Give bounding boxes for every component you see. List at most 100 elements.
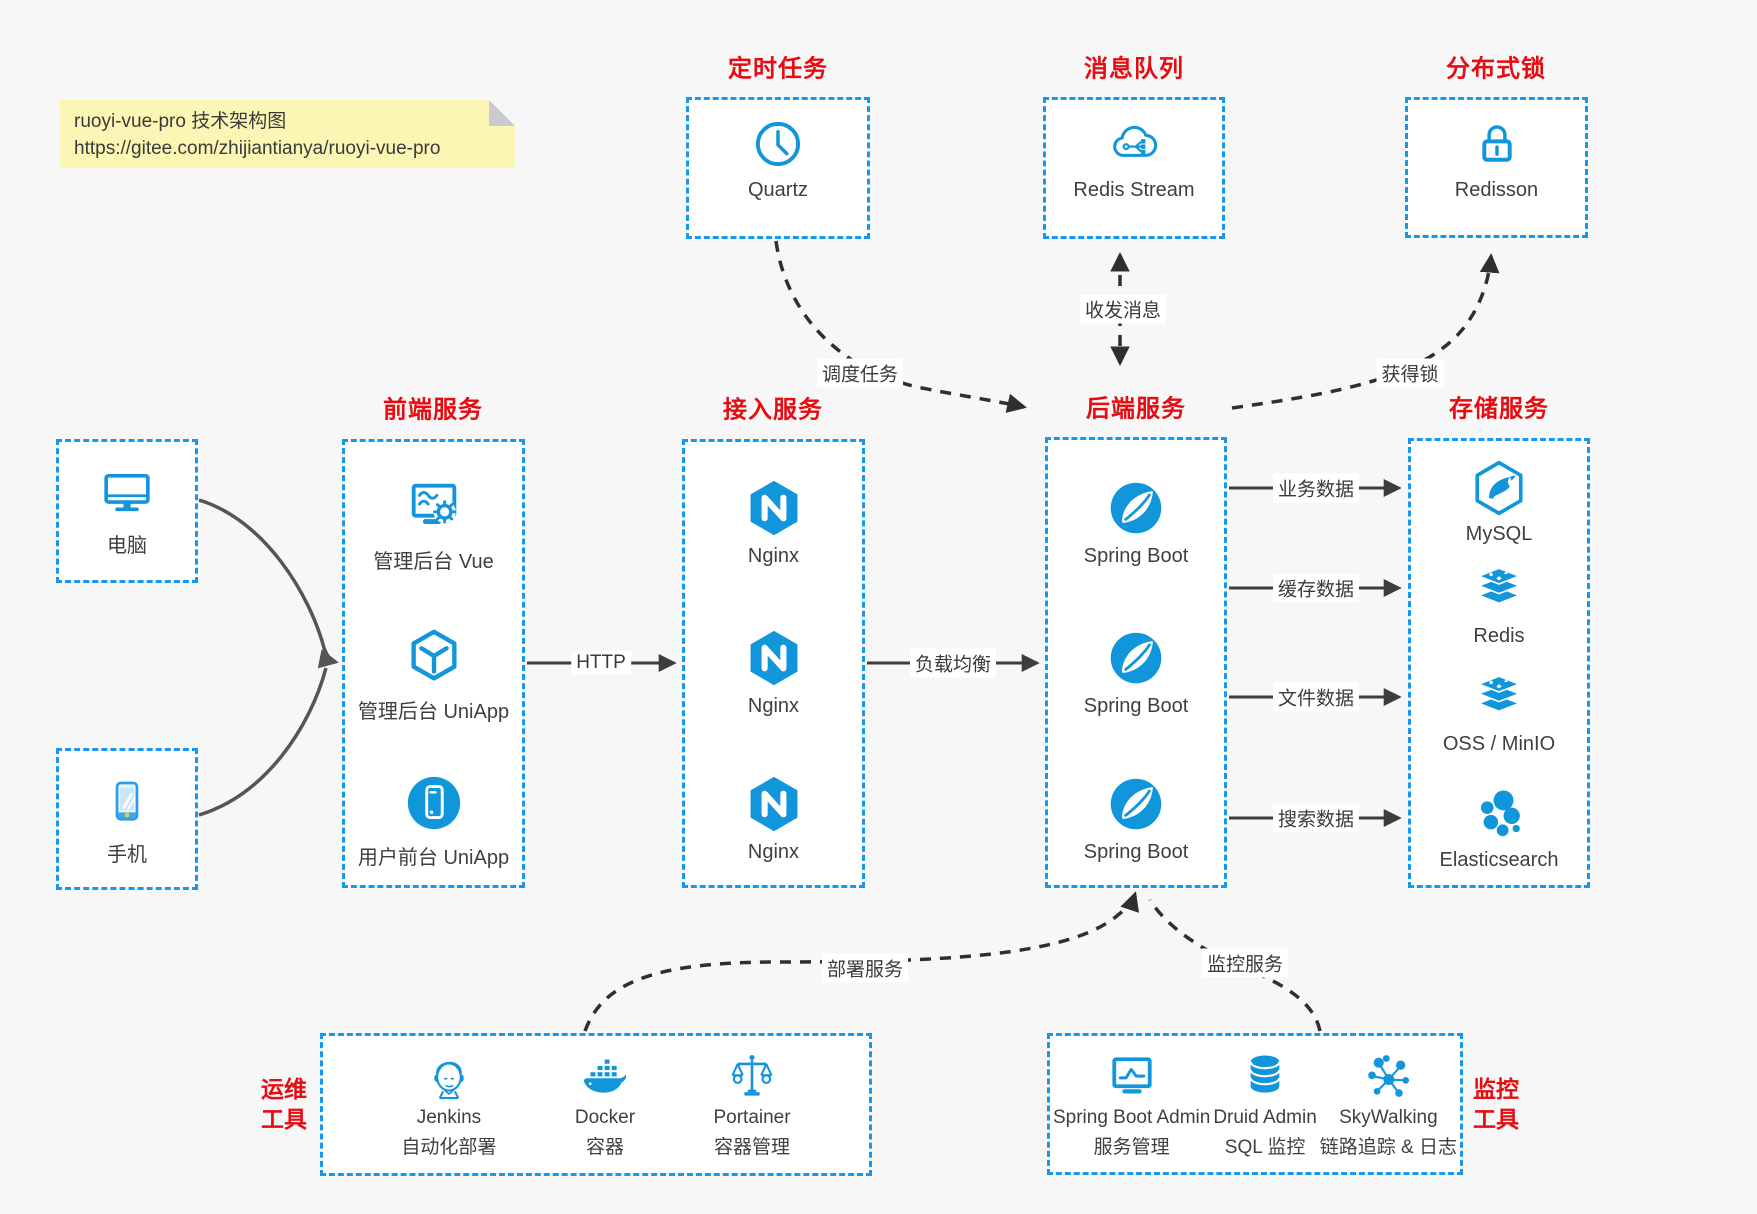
edge-label-schedule-task: 调度任务 [816,358,904,388]
node-springboot-1: Spring Boot [1048,478,1224,568]
sticky-note: ruoyi-vue-pro 技术架构图 https://gitee.com/zh… [60,100,515,168]
monitor-title-line1: 监控 [1473,1076,1519,1102]
title-distributed-lock: 分布式锁 [1446,55,1546,83]
monitor-tools-box: Spring Boot Admin 服务管理 Druid Admin SQL 监… [1047,1033,1463,1175]
node-label: OSS / MinIO [1442,733,1556,755]
phone-icon [115,781,139,821]
edge-label-monitor-service: 监控服务 [1201,948,1289,978]
clock-icon [755,121,801,167]
node-phone: 手机 [59,773,195,867]
node-spring-boot-admin: Spring Boot Admin 服务管理 [1053,1050,1210,1159]
node-sublabel: SQL 监控 [1224,1136,1306,1158]
node-label: 用户前台 UniApp [357,847,510,869]
ops-title-line2: 工具 [261,1106,307,1132]
node-label: Portainer [713,1107,791,1128]
node-user-uniapp: 用户前台 UniApp [345,772,522,870]
spring-icon [1110,632,1162,684]
title-message-queue: 消息队列 [1084,55,1184,83]
node-portainer: Portainer 容器管理 [713,1050,791,1159]
node-sublabel: 容器 [585,1137,624,1158]
uniapp-cube-icon [410,629,457,681]
edge-phone-to-frontend [198,667,328,817]
node-label: Redisson [1454,179,1539,201]
note-url[interactable]: https://gitee.com/zhijiantianya/ruoyi-vu… [74,138,441,159]
skywalking-icon [1368,1054,1410,1097]
node-springboot-3: Spring Boot [1048,774,1224,864]
node-sublabel: 容器管理 [714,1137,791,1158]
jenkins-icon [434,1061,464,1100]
title-ops-tools: 运维 工具 [261,1074,307,1134]
node-label: Nginx [747,695,800,717]
ops-title-line1: 运维 [261,1076,307,1102]
gateway-box: Nginx Nginx Nginx [682,439,865,888]
title-frontend: 前端服务 [383,396,483,424]
title-monitor-tools: 监控 工具 [1473,1074,1519,1134]
title-backend: 后端服务 [1086,395,1186,423]
node-label: Nginx [747,545,800,567]
node-label: Spring Boot [1083,841,1189,863]
node-redis: Redis [1411,563,1587,648]
elasticsearch-icon [1480,790,1520,837]
note-fold-corner [489,100,515,126]
quartz-box: Quartz [686,97,870,239]
edge-label-file-data: 文件数据 [1272,682,1360,712]
node-label: MySQL [1465,523,1533,545]
node-label: Docker [574,1107,636,1128]
node-sublabel: 链路追踪 & 日志 [1319,1136,1458,1158]
ops-tools-box: Jenkins 自动化部署 Docker 容器 [320,1033,872,1176]
spring-icon [1110,482,1162,534]
node-admin-uniapp: 管理后台 UniApp [345,626,522,724]
node-redis-stream: Redis Stream [1046,116,1222,202]
mysql-icon [1475,460,1523,516]
node-label: Elasticsearch [1439,849,1559,871]
edge-label-deploy-service: 部署服务 [821,953,909,983]
node-mysql: MySQL [1411,459,1587,546]
edge-label-send-receive-message: 收发消息 [1079,294,1167,324]
node-label: Spring Boot [1083,695,1189,717]
node-label: Redis [1473,625,1525,647]
redis-stream-box: Redis Stream [1043,97,1225,239]
node-oss-minio: OSS / MinIO [1411,671,1587,756]
node-label: 电脑 [107,535,147,557]
node-sublabel: 服务管理 [1093,1136,1170,1158]
portainer-icon [731,1055,773,1096]
redis-stack-icon [1476,567,1522,605]
node-label: Spring Boot [1083,545,1189,567]
edge-acquire-lock [1231,253,1500,410]
pc-box: 电脑 [56,439,198,583]
edge-label-load-balance: 负载均衡 [909,648,997,678]
node-label: Jenkins [416,1107,482,1128]
node-druid: Druid Admin SQL 监控 [1213,1050,1317,1159]
node-label: 管理后台 Vue [373,551,494,573]
lock-icon [1481,125,1512,162]
node-label: Nginx [747,841,800,863]
node-quartz: Quartz [689,116,867,202]
node-label: Quartz [747,179,809,201]
node-label: 手机 [107,844,147,866]
nginx-icon [750,776,797,832]
sba-icon [1112,1056,1152,1093]
node-redisson: Redisson [1408,116,1585,202]
node-jenkins: Jenkins 自动化部署 [401,1050,496,1159]
node-label: Redis Stream [1073,179,1195,201]
node-elasticsearch: Elasticsearch [1411,785,1587,872]
monitor-title-line2: 工具 [1473,1106,1519,1132]
title-gateway: 接入服务 [723,396,823,424]
node-nginx-2: Nginx [685,628,862,718]
docker-icon [583,1058,627,1093]
node-label: Druid Admin [1213,1106,1317,1128]
note-title: ruoyi-vue-pro 技术架构图 [74,111,287,132]
spring-icon [1110,778,1162,830]
redisson-box: Redisson [1405,97,1588,238]
node-admin-vue: 管理后台 Vue [345,476,522,574]
node-label: 管理后台 UniApp [357,701,510,723]
node-pc: 电脑 [59,464,195,558]
node-label: Spring Boot Admin [1052,1106,1211,1128]
phone-box: 手机 [56,748,198,890]
nginx-icon [750,480,797,536]
user-app-icon [407,776,460,830]
title-storage: 存储服务 [1449,395,1549,423]
redis-stack-icon [1476,675,1522,713]
edge-label-acquire-lock: 获得锁 [1376,358,1444,388]
